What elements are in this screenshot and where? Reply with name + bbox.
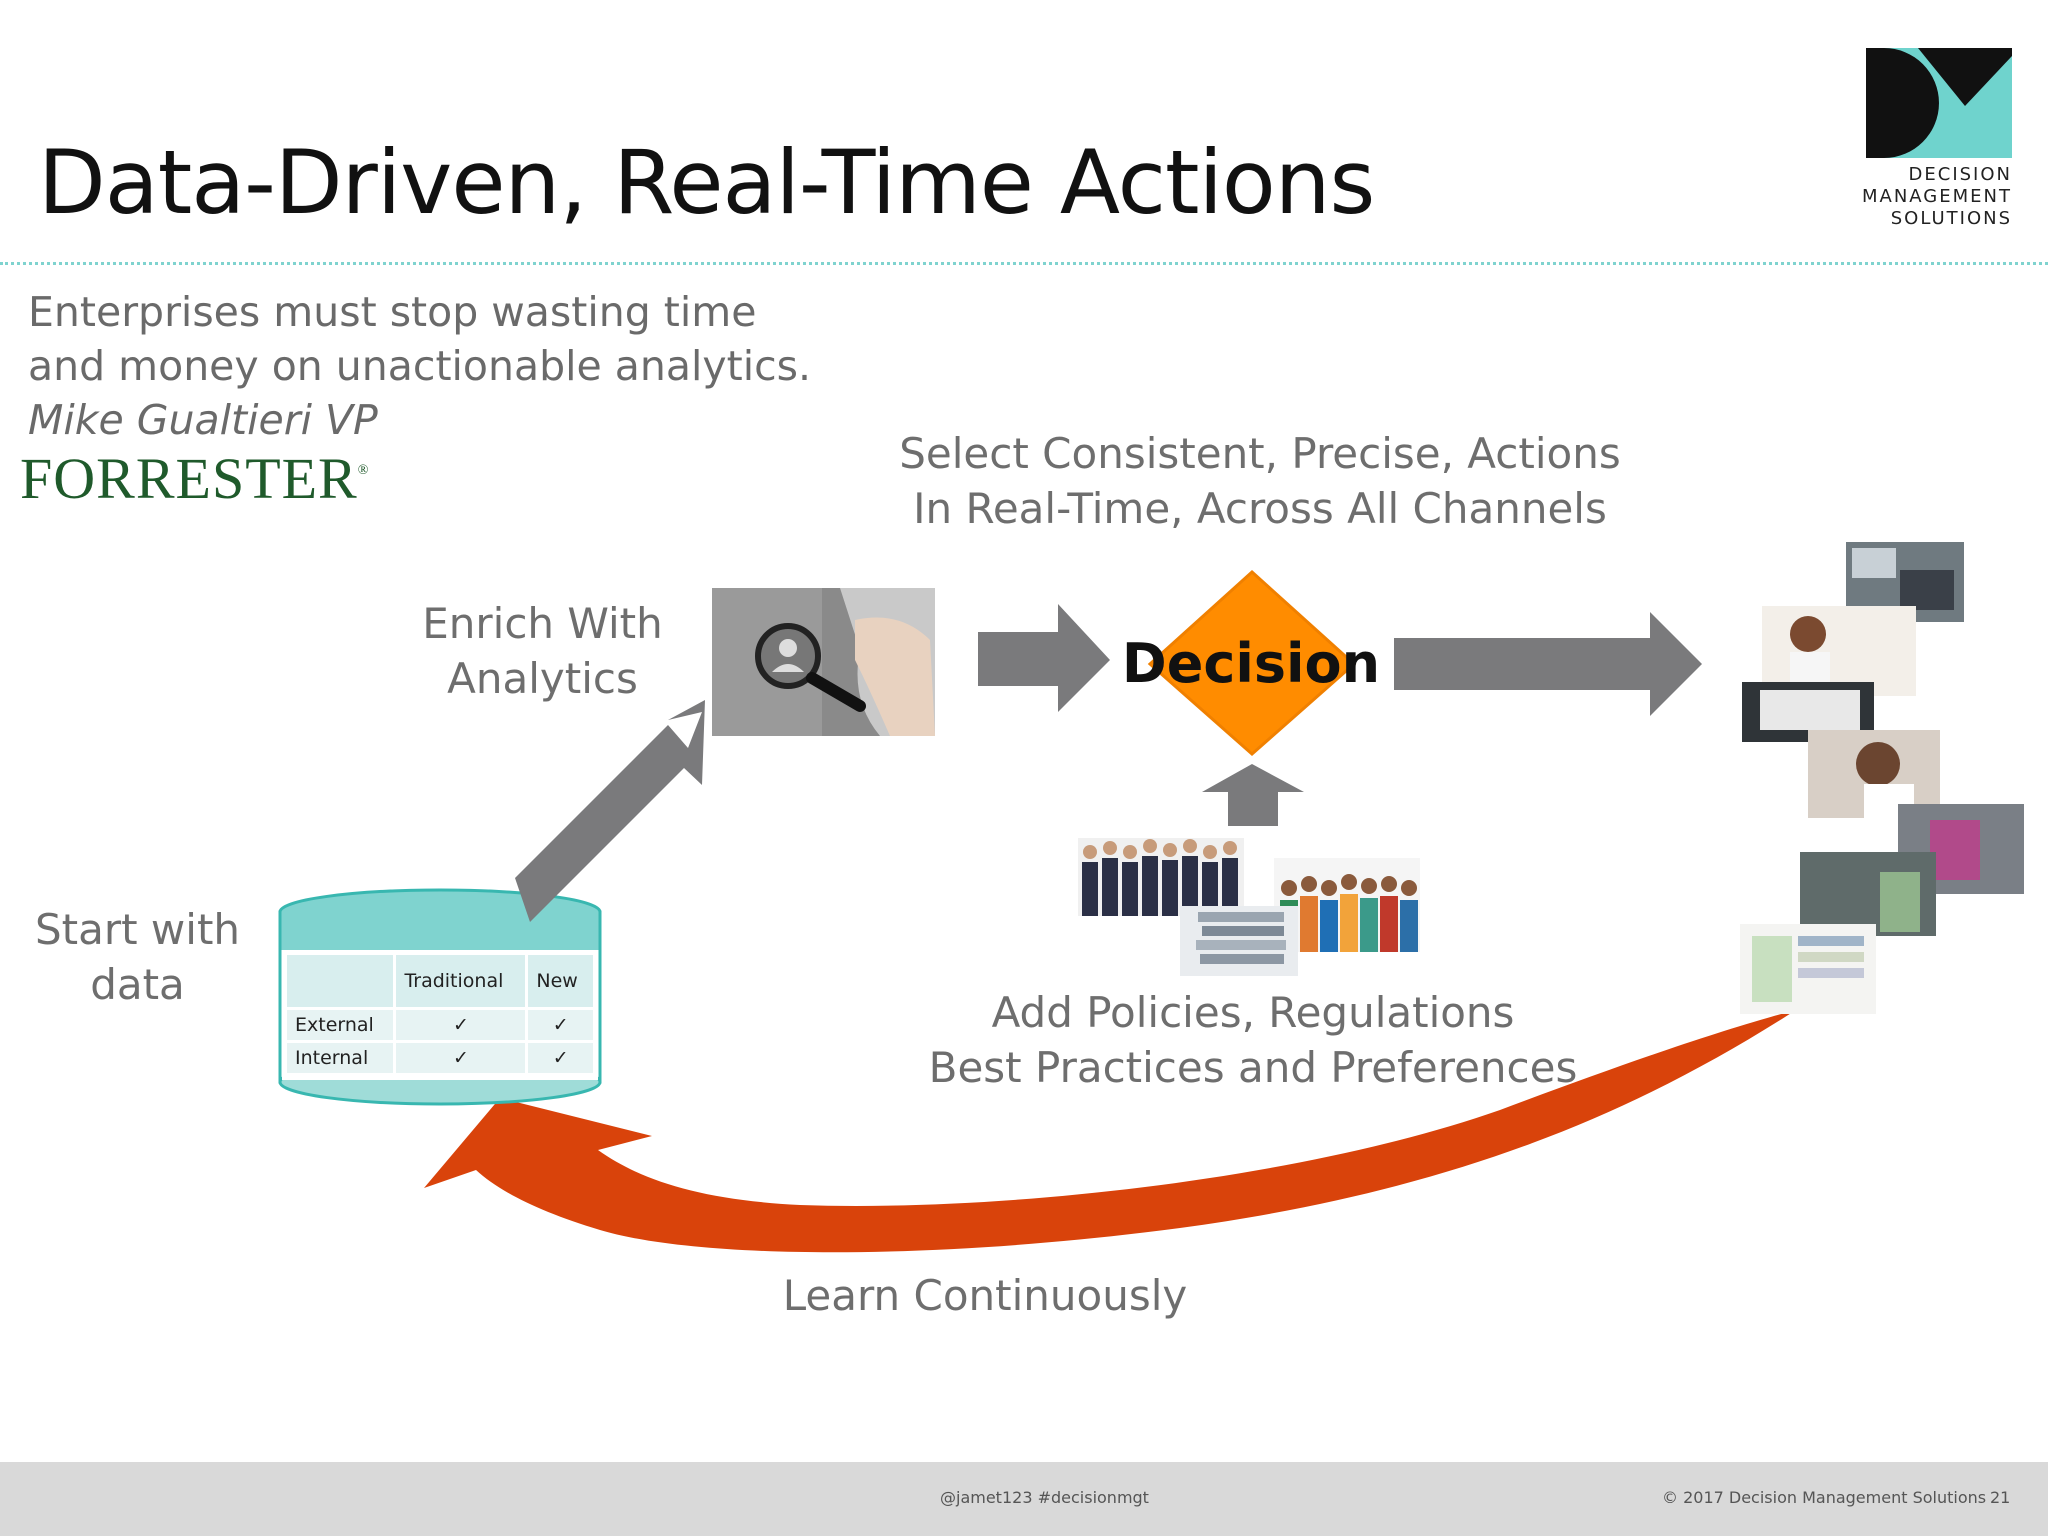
footer-bar: [0, 1462, 2048, 1536]
caption-line: Start with: [34, 905, 241, 954]
people-photo: [1078, 838, 1420, 952]
data-sources-table: Traditional New External ✓ ✓ Internal ✓ …: [283, 952, 596, 1076]
slide-title: Data-Driven, Real-Time Actions: [38, 131, 1375, 234]
footer-copyright: © 2017 Decision Management Solutions: [1662, 1488, 1987, 1507]
caption-line: Add Policies, Regulations: [991, 988, 1515, 1037]
decision-diamond: [1147, 569, 1357, 757]
to-channels-arrow: [1394, 612, 1702, 716]
caption-line: Learn Continuously: [782, 1271, 1188, 1320]
quote-author: Mike Gualtieri VP: [28, 396, 378, 444]
quote-block: Enterprises must stop wasting time and m…: [28, 285, 811, 447]
table-cell: External: [283, 1007, 397, 1043]
start-caption: Start with data: [20, 902, 255, 1012]
caption-line: data: [90, 960, 185, 1009]
learn-caption: Learn Continuously: [760, 1268, 1210, 1323]
enrich-arrow: [515, 700, 705, 922]
analytics-magnifier-photo: [712, 588, 935, 736]
forrester-wordmark: FORRESTER: [20, 446, 358, 511]
table-header-cell: [283, 952, 397, 1010]
table-header-row: Traditional New: [283, 952, 596, 1010]
policies-up-arrow: [1202, 764, 1304, 826]
table-header-cell: Traditional: [393, 952, 529, 1010]
dms-logo-icon: [1866, 48, 2012, 158]
dms-logo-text: DECISION MANAGEMENT SOLUTIONS: [1860, 164, 2012, 230]
forrester-logo: FORRESTER®: [20, 445, 369, 512]
decision-label: Decision: [1121, 632, 1381, 695]
logo-line: SOLUTIONS: [1890, 208, 2012, 229]
page-number: 21: [1990, 1488, 2011, 1507]
to-decision-arrow: [978, 604, 1110, 712]
logo-line: MANAGEMENT: [1862, 186, 2012, 207]
quote-line: and money on unactionable analytics.: [28, 342, 812, 390]
quote-line: Enterprises must stop wasting time: [28, 288, 757, 336]
enrich-caption: Enrich With Analytics: [400, 596, 685, 706]
check-icon: ✓: [393, 1007, 529, 1043]
learn-loop-arrow: [424, 1010, 1796, 1253]
check-icon: ✓: [525, 1007, 596, 1043]
caption-line: In Real-Time, Across All Channels: [913, 484, 1607, 533]
policies-caption: Add Policies, Regulations Best Practices…: [900, 985, 1606, 1095]
check-icon: ✓: [393, 1040, 529, 1076]
select-actions-caption: Select Consistent, Precise, Actions In R…: [880, 426, 1640, 536]
channels-photo-collage: [1740, 542, 2024, 1014]
registered-mark: ®: [357, 463, 370, 478]
caption-line: Select Consistent, Precise, Actions: [899, 429, 1621, 478]
caption-line: Analytics: [447, 654, 638, 703]
logo-line: DECISION: [1908, 164, 2012, 185]
binders-photo: [1180, 906, 1298, 976]
table-header-cell: New: [525, 952, 596, 1010]
title-divider: [0, 262, 2048, 265]
footer-handle: @jamet123 #decisionmgt: [940, 1488, 1149, 1507]
table-row: Internal ✓ ✓: [283, 1040, 596, 1076]
table-cell: Internal: [283, 1040, 397, 1076]
table-row: External ✓ ✓: [283, 1007, 596, 1043]
caption-line: Best Practices and Preferences: [928, 1043, 1578, 1092]
check-icon: ✓: [525, 1040, 596, 1076]
caption-line: Enrich With: [422, 599, 663, 648]
